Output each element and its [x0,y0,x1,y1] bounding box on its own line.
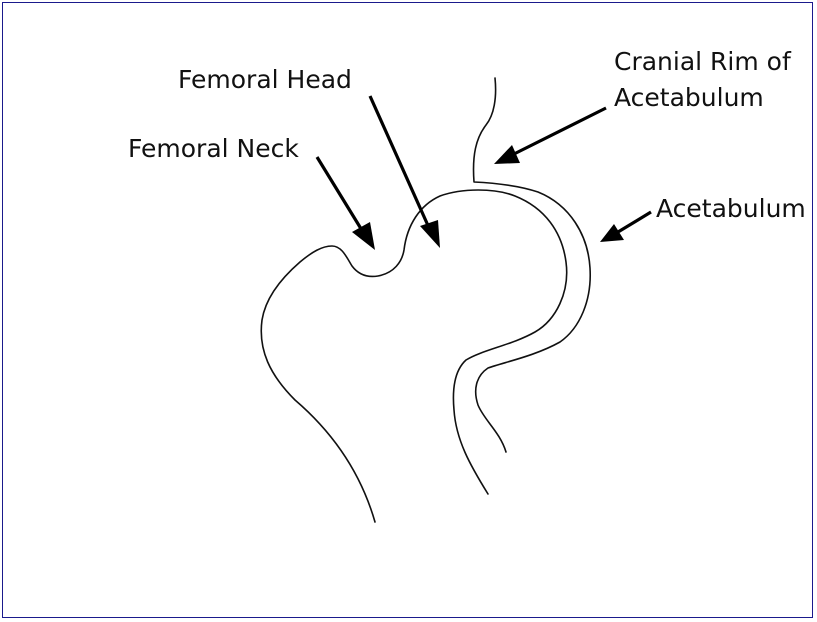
femur-outline [261,190,566,522]
acetabulum-arrow [600,212,651,242]
acetabulum-label: Acetabulum [656,194,806,223]
acetabulum-outline [474,78,591,452]
cranial-rim-label-line2: Acetabulum [614,83,764,112]
cranial-rim-label-line1: Cranial Rim of [614,47,792,76]
femoral-neck-arrow [317,157,375,250]
femoral-head-arrow [370,96,440,248]
femoral-neck-label: Femoral Neck [128,134,299,163]
cranial-rim-arrow [494,108,606,164]
femoral-head-label: Femoral Head [178,65,352,94]
